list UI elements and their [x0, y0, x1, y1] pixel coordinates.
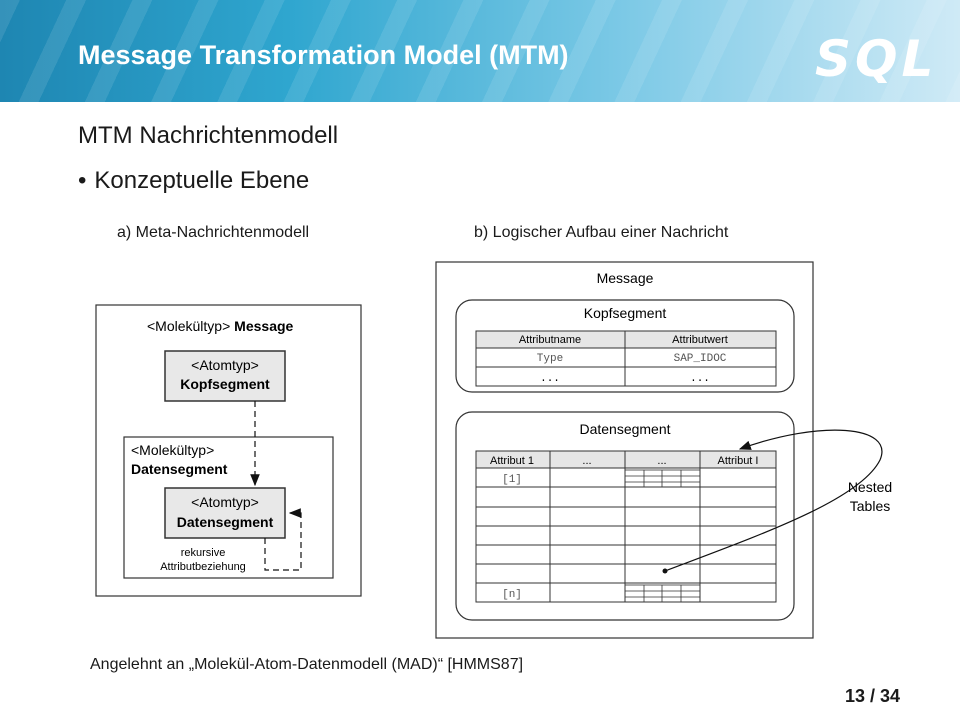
outer-molecule-box [95, 304, 362, 597]
kopf-header-attributname: Attributname [519, 334, 581, 346]
atom-type-label-1: <Atomtyp> [191, 357, 259, 373]
daten-row-last: [n] [502, 589, 522, 601]
datensegment-label: Datensegment [579, 421, 670, 437]
nested-label-line2: Tables [850, 498, 890, 514]
daten-header-ellipsis-2: ... [657, 455, 666, 467]
caption-meta-model: a) Meta-Nachrichtenmodell [117, 224, 310, 241]
message-box [435, 261, 814, 639]
daten-header-attribut-1: Attribut 1 [490, 455, 534, 467]
atom-name-kopfsegment: Kopfsegment [180, 376, 270, 392]
atom-type-label-2: <Atomtyp> [191, 494, 259, 510]
nested-tables-arrow [664, 429, 883, 572]
kopf-cell-ellipsis-2: ... [690, 373, 710, 385]
inner-molecule-name: Datensegment [131, 461, 228, 477]
recursive-relation-arrow [264, 508, 302, 571]
nested-table-bottom [624, 584, 701, 603]
nested-table-top [624, 469, 701, 488]
daten-row-first: [1] [502, 474, 522, 486]
outer-molecule-name: Message [234, 318, 293, 334]
slide-header: Message Transformation Model (MTM) SQL [0, 0, 960, 102]
recursive-label-line1: rekursive [181, 547, 226, 559]
outer-molecule-type: <Molekültyp> [147, 318, 230, 334]
message-label: Message [597, 270, 654, 286]
datensegment-table: Attribut 1 ... ... Attribut I [1] [n] [475, 450, 777, 603]
atom-name-datensegment: Datensegment [177, 514, 274, 530]
caption-logical-structure: b) Logischer Aufbau einer Nachricht [474, 224, 729, 241]
daten-header-attribut-i: Attribut I [718, 455, 759, 467]
bullet-dot-icon: • [78, 167, 87, 194]
recursive-label-line2: Attributbeziehung [160, 561, 246, 573]
bullet-text: Konzeptuelle Ebene [94, 167, 310, 194]
daten-header-ellipsis-1: ... [582, 455, 591, 467]
inner-molecule-type: <Molekültyp> [131, 442, 214, 458]
kopf-cell-type: Type [537, 353, 563, 365]
nested-tables-arrow-origin [662, 568, 668, 574]
kopfsegment-box [455, 299, 795, 393]
slide-title: Message Transformation Model (MTM) [78, 40, 569, 70]
nested-label-line1: Nested [848, 479, 892, 495]
atom-box-datensegment [164, 487, 286, 539]
page-number: 13 / 34 [845, 686, 901, 706]
kopf-cell-ellipsis-1: ... [540, 373, 560, 385]
kopfsegment-table: Attributname Attributwert Type SAP_IDOC … [475, 330, 777, 387]
datensegment-box [455, 411, 795, 621]
sql-logo: SQL [815, 30, 938, 88]
svg-text:<Molekültyp> Message: <Molekültyp> Message [147, 318, 294, 334]
section-heading: MTM Nachrichtenmodell [78, 122, 339, 149]
source-citation: Angelehnt an „Molekül-Atom-Datenmodell (… [90, 656, 524, 673]
kopfsegment-label: Kopfsegment [584, 305, 667, 321]
kopf-cell-sap-idoc: SAP_IDOC [674, 353, 727, 365]
inner-molecule-box [123, 436, 334, 579]
bullet-item: • Konzeptuelle Ebene [78, 167, 309, 195]
kopf-header-attributwert: Attributwert [672, 334, 728, 346]
atom-box-kopfsegment [164, 350, 286, 402]
